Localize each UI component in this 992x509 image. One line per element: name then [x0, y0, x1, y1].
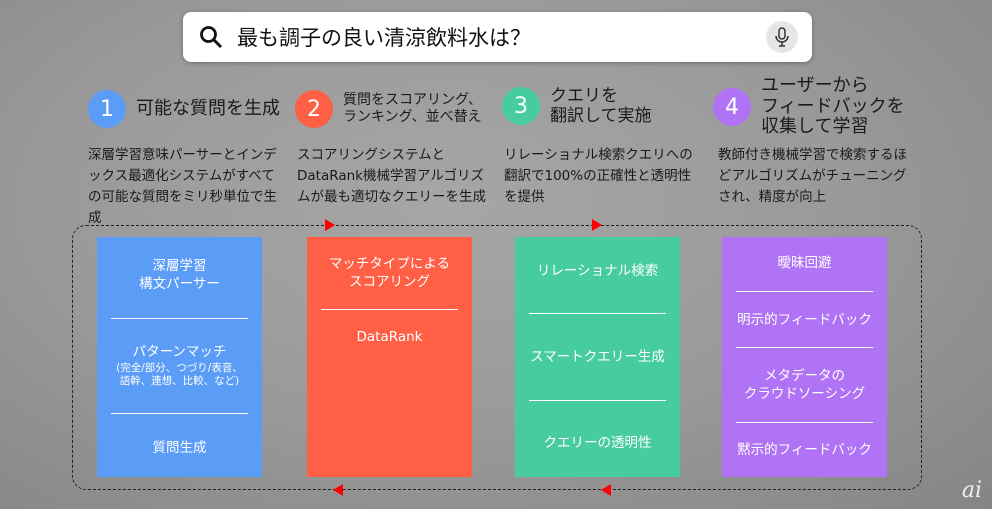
arrow-left-icon — [333, 484, 343, 496]
divider — [736, 291, 873, 293]
box-step-4: 曖昧回避 明示的フィードバック メタデータのクラウドソーシング 黙示的フィードバ… — [722, 237, 887, 477]
step-number: 2 — [295, 90, 333, 128]
step-title: ユーザーからフィードバックを収集して学習 — [761, 75, 905, 138]
step-1: 1 可能な質問を生成 — [88, 90, 280, 128]
process-loop — [72, 225, 922, 490]
divider — [529, 313, 666, 315]
step-title: 質問をスコアリング、ランキング、並べ替え — [343, 92, 483, 125]
search-query[interactable]: 最も調子の良い清涼飲料水は？ — [237, 26, 531, 50]
step-3: 3 クエリを翻訳して実施 — [502, 86, 652, 127]
arrow-right-icon — [325, 219, 335, 231]
step-title: 可能な質問を生成 — [136, 98, 280, 120]
arrow-right-icon — [592, 219, 602, 231]
divider — [529, 399, 666, 401]
box-step-3: リレーショナル検索 スマートクエリー生成 クエリーの透明性 — [515, 237, 680, 477]
step-number: 3 — [502, 87, 540, 126]
divider — [736, 421, 873, 423]
mic-icon — [775, 27, 789, 47]
search-bar[interactable]: 最も調子の良い清涼飲料水は？ — [183, 12, 812, 62]
search-icon — [200, 26, 223, 49]
box-step-1: 深層学習構文パーサー パターンマッチ(完全/部分、つづり/表音、語幹、連想、比較… — [97, 237, 262, 477]
mic-button[interactable] — [766, 21, 798, 53]
divider — [111, 413, 248, 415]
step-4: 4 ユーザーからフィードバックを収集して学習 — [713, 75, 905, 138]
divider — [321, 309, 458, 311]
step-number: 4 — [713, 88, 751, 127]
step-title: クエリを翻訳して実施 — [550, 86, 652, 127]
divider — [111, 317, 248, 319]
step-2: 2 質問をスコアリング、ランキング、並べ替え — [295, 90, 482, 128]
step-4-description: 教師付き機械学習で検索するほどアルゴリズムがチューニングされ、精度が向上 — [718, 147, 907, 205]
step-2-description: スコアリングシステムとDataRank機械学習アルゴリズムが最も適切なクエリーを… — [297, 147, 486, 205]
box-step-2: マッチタイプによるスコアリング DataRank — [307, 237, 472, 477]
site-logo: ai — [961, 478, 982, 503]
step-1-description: 深層学習意味パーサーとインデックス最適化システムがすべての可能な質問をミリ秒単位… — [88, 147, 277, 226]
divider — [736, 347, 873, 349]
arrow-left-icon — [601, 484, 611, 496]
step-number: 1 — [88, 90, 126, 128]
step-3-description: リレーショナル検索クエリへの翻訳で100%の正確性と透明性を提供 — [504, 147, 693, 205]
